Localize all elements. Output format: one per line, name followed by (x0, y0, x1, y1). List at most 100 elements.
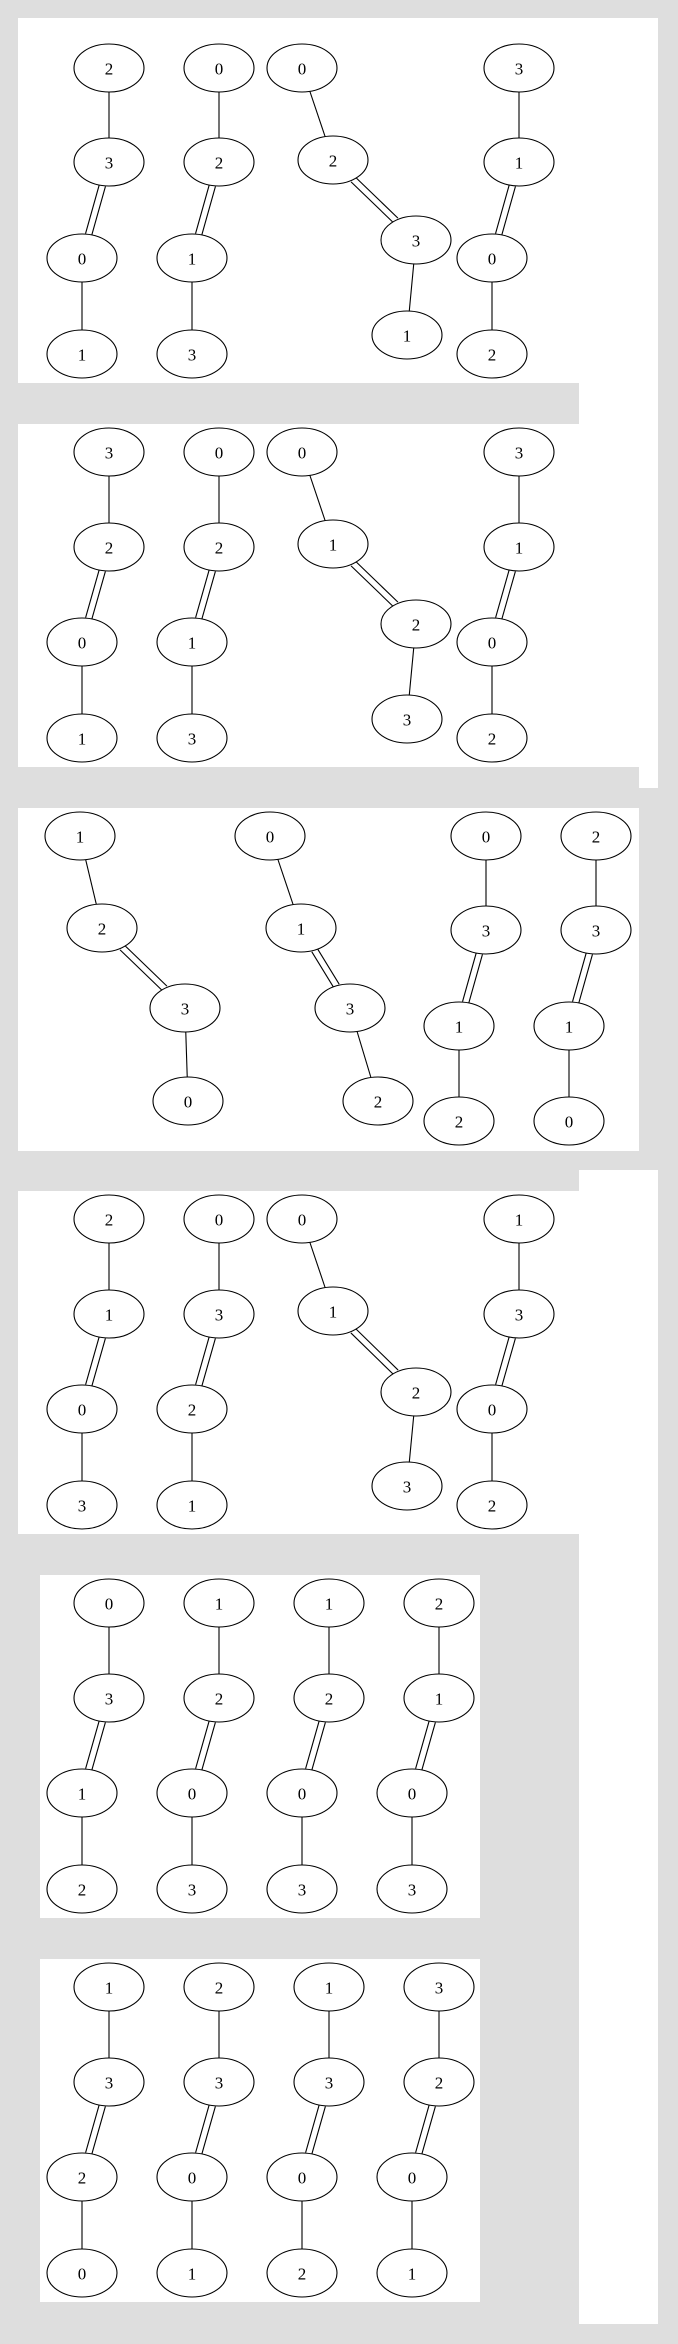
node-label: 3 (482, 922, 491, 941)
node-label: 3 (346, 1000, 355, 1019)
graph-node: 1 (297, 519, 369, 569)
double-bond-edge (415, 1720, 436, 1771)
node-label: 3 (435, 1979, 444, 1998)
graph-node: 2 (403, 2057, 475, 2107)
node-label: 1 (403, 327, 412, 346)
node-label: 2 (329, 152, 338, 171)
graph-1-3: 0 2 3 1 (266, 43, 452, 360)
node-label: 3 (515, 60, 524, 79)
node-label: 0 (215, 1211, 224, 1230)
graph-node: 1 (371, 310, 443, 360)
graph-node: 1 (156, 233, 228, 283)
node-label: 0 (188, 1785, 197, 1804)
gutter-2 (18, 1151, 579, 1191)
graph-node: 2 (73, 43, 145, 93)
graph-node: 3 (156, 713, 228, 763)
single-bond-edge (185, 1031, 188, 1078)
graph-node: 3 (46, 1480, 118, 1530)
graph-5-4: 2 1 0 3 (376, 1578, 475, 1914)
graph-node: 2 (342, 1076, 414, 1126)
double-bond-edge (350, 560, 399, 608)
node-label: 2 (98, 920, 107, 939)
graph-node: 0 (183, 1194, 255, 1244)
double-bond-edge (495, 569, 516, 620)
graph-node: 2 (293, 1673, 365, 1723)
graph-node: 3 (483, 43, 555, 93)
graph-node: 2 (403, 1578, 475, 1628)
node-label: 3 (105, 444, 114, 463)
graph-node: 3 (483, 427, 555, 477)
node-label: 1 (435, 1690, 444, 1709)
graph-node: 2 (297, 135, 369, 185)
graph-node: 2 (456, 329, 528, 379)
node-label: 2 (374, 1093, 383, 1112)
double-bond-edge (572, 952, 593, 1004)
node-label: 0 (408, 1785, 417, 1804)
graph-node: 0 (46, 2248, 118, 2298)
graph-node: 3 (183, 1289, 255, 1339)
panel-background (40, 1959, 480, 2302)
node-label: 0 (488, 1401, 497, 1420)
graph-node: 0 (266, 1194, 338, 1244)
panel-background (40, 1191, 559, 1534)
gutter-0 (18, 383, 579, 424)
panel-background (40, 808, 639, 1151)
graph-node: 1 (297, 1286, 369, 1336)
graph-node: 2 (183, 137, 255, 187)
node-label: 0 (408, 2169, 417, 2188)
double-bond-edge (350, 176, 399, 224)
node-label: 2 (78, 2169, 87, 2188)
graph-node: 0 (266, 43, 338, 93)
node-label: 3 (515, 1306, 524, 1325)
node-label: 0 (488, 250, 497, 269)
node-label: 0 (78, 250, 87, 269)
graph-node: 3 (73, 1673, 145, 1723)
graph-node: 2 (380, 599, 452, 649)
graph-node: 3 (149, 983, 221, 1033)
node-label: 3 (412, 232, 421, 251)
gutter-7 (18, 2302, 480, 2344)
gutter-5 (480, 1534, 579, 2324)
frame-panel-1 (579, 1170, 658, 2324)
graph-node: 2 (266, 2248, 338, 2298)
node-label: 3 (105, 154, 114, 173)
graph-node: 1 (156, 2248, 228, 2298)
node-label: 1 (78, 346, 87, 365)
graph-node: 2 (73, 522, 145, 572)
node-label: 1 (105, 1306, 114, 1325)
graph-node: 1 (483, 137, 555, 187)
graph-node: 0 (376, 2152, 448, 2202)
node-label: 0 (482, 828, 491, 847)
graph-node: 3 (73, 137, 145, 187)
graph-node: 3 (376, 1864, 448, 1914)
graph-node: 2 (183, 522, 255, 572)
node-label: 2 (298, 2265, 307, 2284)
double-bond-edge (85, 1336, 106, 1387)
graph-node: 1 (293, 1962, 365, 2012)
double-bond-edge (195, 1336, 216, 1387)
node-label: 0 (298, 1785, 307, 1804)
single-bond-edge (408, 647, 415, 696)
graph-node: 0 (183, 43, 255, 93)
double-bond-edge (195, 184, 216, 236)
graph-node: 3 (371, 1461, 443, 1511)
graph-node: 3 (183, 2057, 255, 2107)
double-bond-edge (305, 1720, 326, 1771)
node-label: 0 (298, 444, 307, 463)
node-label: 1 (188, 634, 197, 653)
graph-node: 0 (533, 1096, 605, 1146)
double-bond-edge (195, 1720, 216, 1771)
node-label: 1 (76, 828, 85, 847)
node-label: 2 (215, 539, 224, 558)
graph-node: 3 (403, 1962, 475, 2012)
node-label: 0 (298, 60, 307, 79)
graph-node: 1 (265, 903, 337, 953)
graph-node: 1 (533, 1001, 605, 1051)
node-label: 2 (215, 1690, 224, 1709)
